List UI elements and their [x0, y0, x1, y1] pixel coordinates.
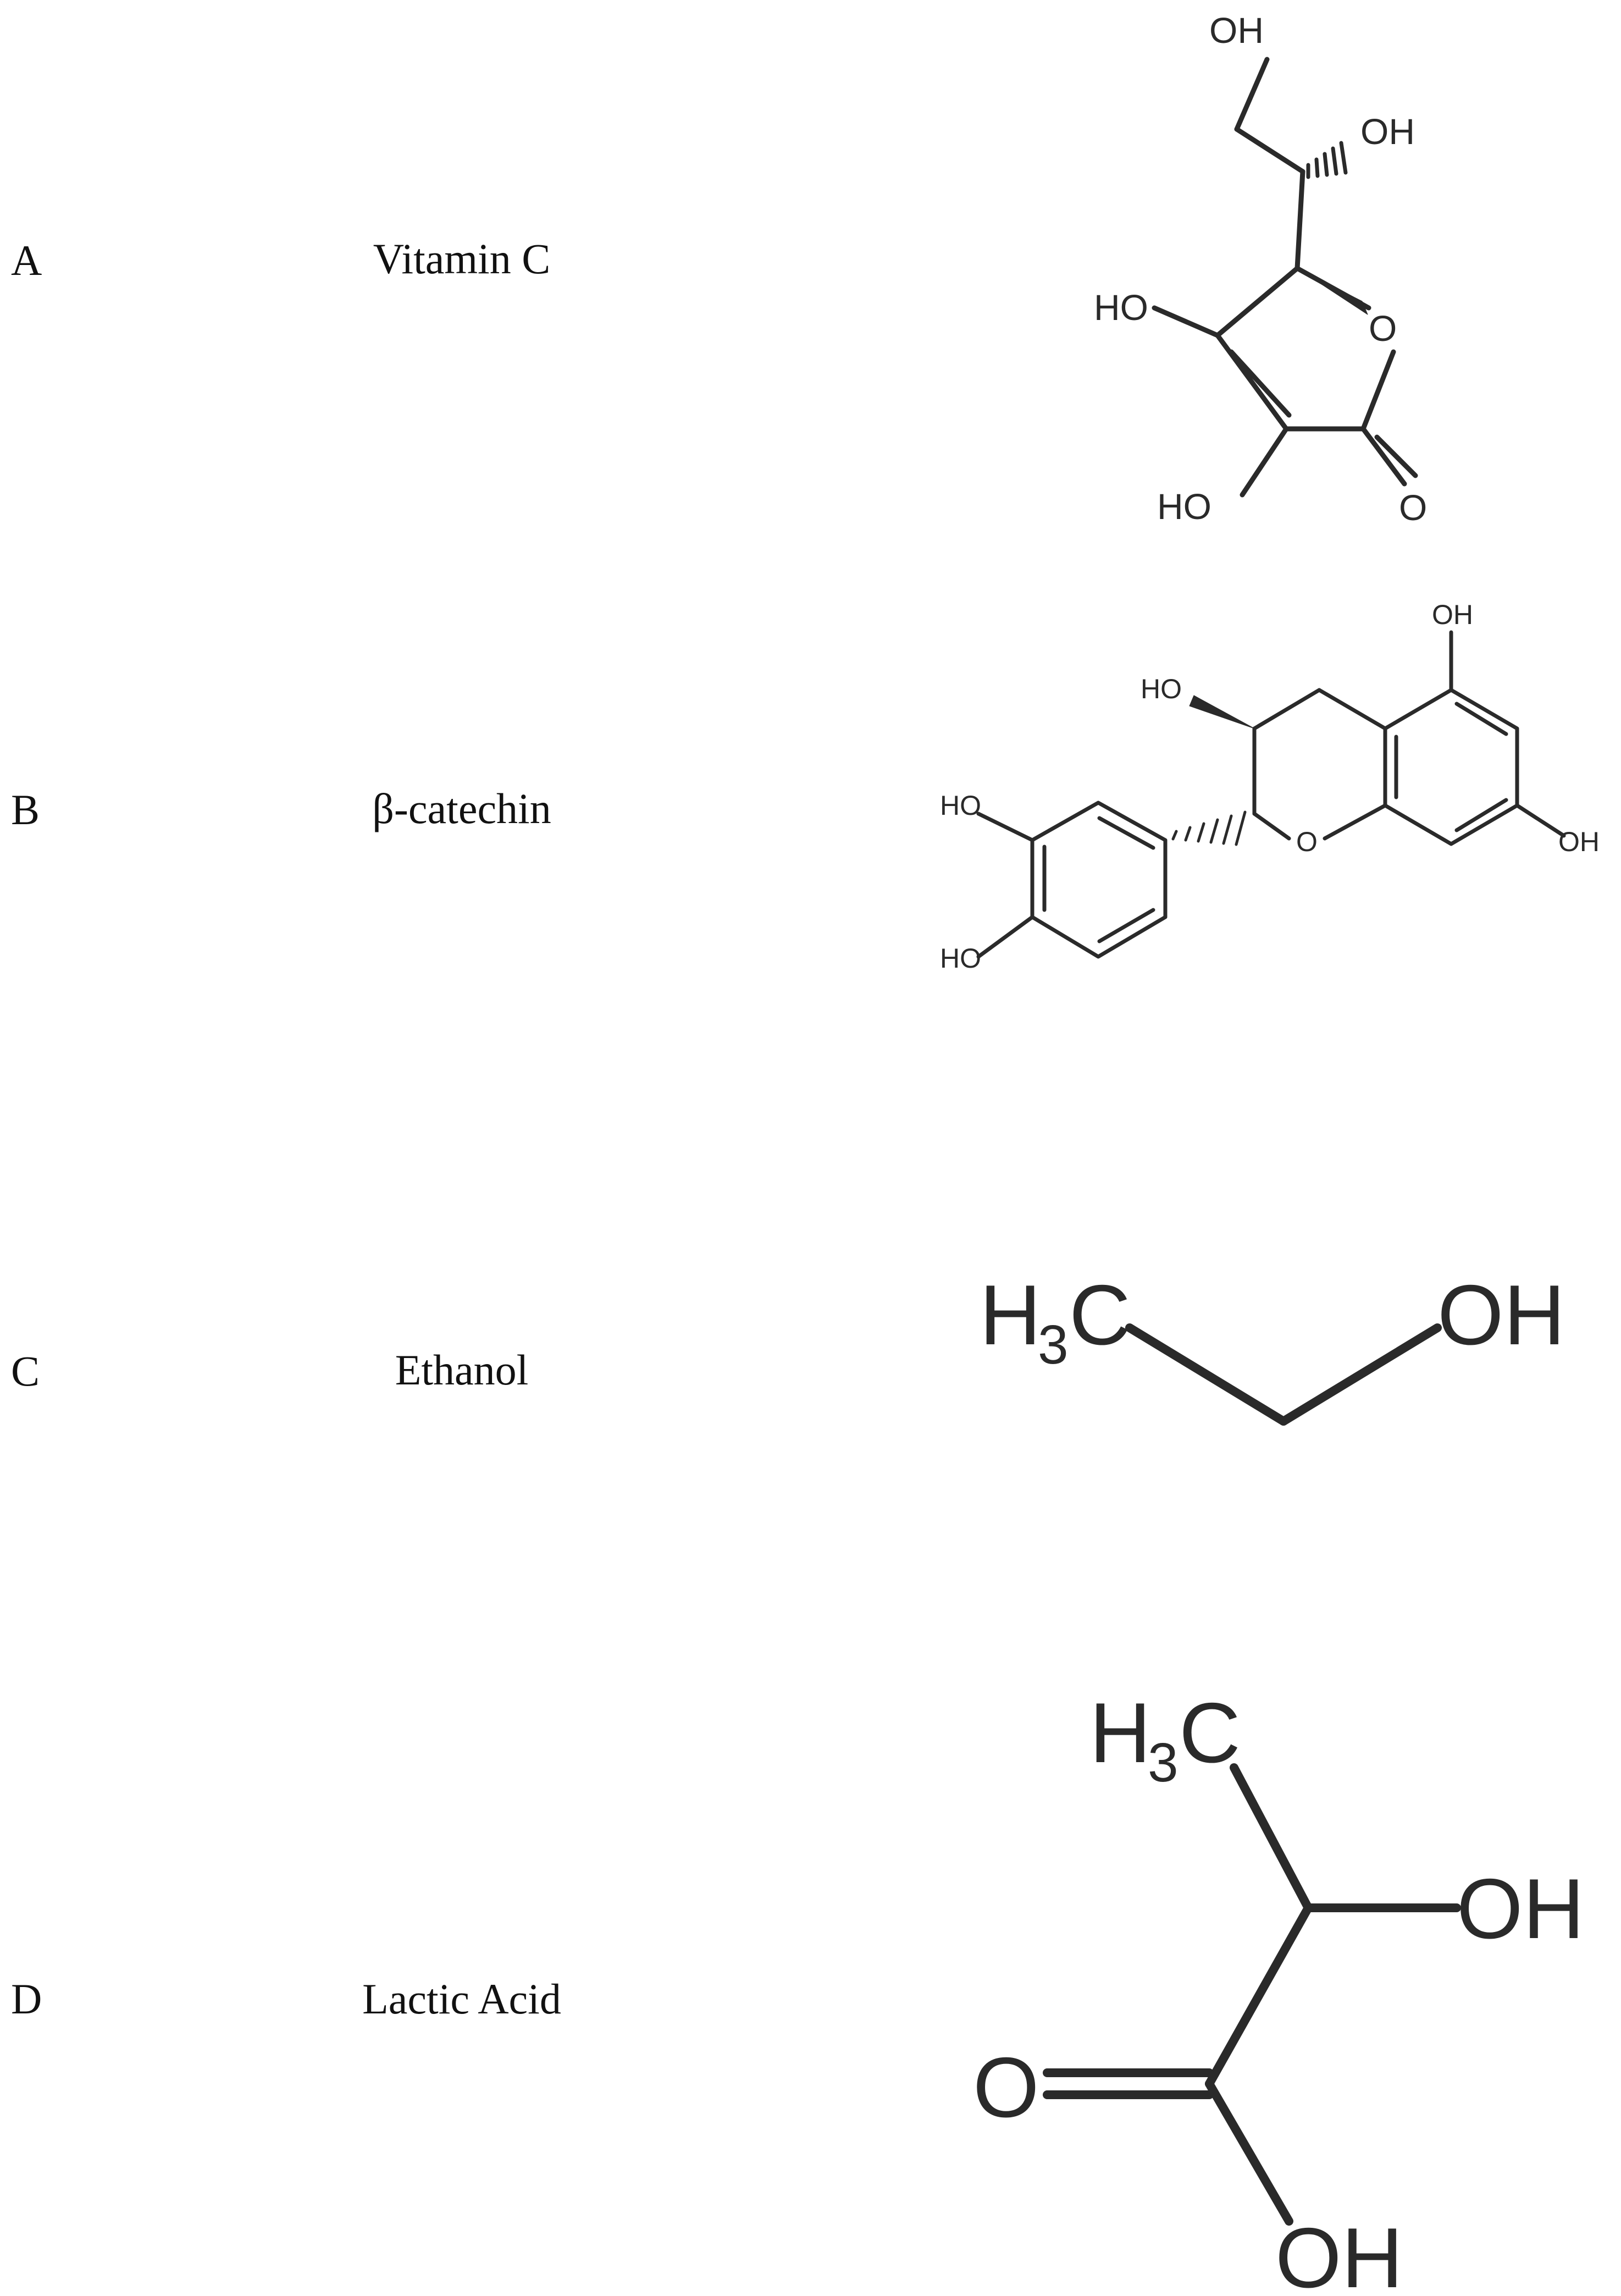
atom-label: O	[1399, 487, 1427, 528]
bond	[1454, 702, 1508, 736]
row-letter-d: D	[11, 1975, 42, 2023]
atom-label: OH	[1275, 2210, 1403, 2296]
atom-label: OH	[1437, 1267, 1565, 1362]
compound-name-vitamin-c: Vitamin C	[373, 235, 551, 283]
bond	[1030, 801, 1168, 959]
atom-label: HO	[1157, 486, 1211, 527]
atom-label: C	[1069, 1267, 1131, 1362]
atom-subscript: 3	[1038, 1314, 1069, 1376]
atom-label: OH	[1457, 1861, 1585, 1956]
bond	[1294, 169, 1305, 271]
bond	[1215, 333, 1289, 432]
lactic-acid-structure: H 3 C OH O OH	[973, 1685, 1585, 2296]
bond	[1360, 426, 1407, 487]
atom-label: HO	[1141, 674, 1182, 704]
atom-label: HO	[1094, 287, 1148, 328]
row-letter-b: B	[11, 786, 40, 834]
row-letter-c: C	[11, 1347, 40, 1395]
atom-subscript: 3	[1148, 1732, 1179, 1793]
bond	[976, 812, 1034, 842]
bond	[1152, 305, 1220, 338]
bond	[1279, 1323, 1442, 1426]
bond	[1374, 434, 1418, 478]
bond	[1383, 688, 1519, 846]
bond	[1454, 798, 1508, 832]
compound-name-ethanol: Ethanol	[395, 1346, 529, 1394]
atom-label: OH	[1360, 111, 1415, 152]
hash-bond	[1306, 141, 1348, 179]
bond	[1360, 349, 1396, 432]
bond	[1205, 2079, 1293, 2226]
row-letter-a: A	[11, 236, 42, 284]
atom-label: O	[1296, 826, 1318, 857]
bond	[1125, 1323, 1288, 1426]
beta-catechin-structure: OH HO O OH HO HO	[940, 599, 1600, 974]
compound-name-beta-catechin: β-catechin	[372, 785, 551, 832]
bond	[1097, 908, 1155, 943]
wedge-bond	[1297, 268, 1368, 315]
hash-bond	[1171, 810, 1247, 846]
bond	[1234, 57, 1270, 132]
atom-label: O	[1369, 308, 1397, 349]
wedge-bond	[1189, 695, 1255, 729]
bond	[1229, 349, 1292, 418]
bond	[1240, 426, 1289, 498]
bond	[1205, 1903, 1313, 2088]
atom-label: HO	[940, 790, 981, 821]
atom-label: OH	[1432, 599, 1473, 630]
bond	[1515, 803, 1566, 838]
ethanol-structure: H 3 C OH	[980, 1267, 1565, 1426]
vitamin-c-structure: OH OH HO O HO O	[1094, 10, 1427, 528]
atom-label: OH	[1209, 10, 1264, 51]
atom-label: H	[980, 1267, 1041, 1362]
bond	[1252, 812, 1291, 841]
bond	[1230, 1763, 1313, 1912]
bond	[1215, 266, 1300, 338]
bond	[1252, 688, 1321, 731]
bond	[1097, 816, 1155, 850]
atom-label: OH	[1558, 826, 1600, 857]
bond	[1234, 126, 1305, 174]
atom-label: H	[1089, 1685, 1151, 1780]
atom-label: HO	[940, 943, 981, 974]
compound-name-lactic-acid: Lactic Acid	[362, 1975, 561, 2023]
atom-label: C	[1179, 1685, 1241, 1780]
bond	[1323, 803, 1387, 841]
bond	[976, 915, 1034, 959]
atom-label: O	[973, 2040, 1039, 2135]
bond	[1317, 688, 1387, 731]
